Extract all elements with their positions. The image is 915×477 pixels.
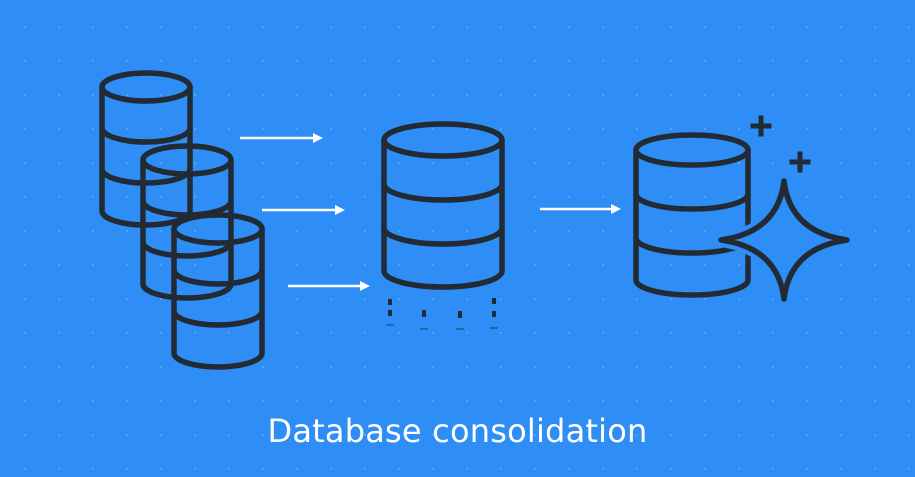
plus-icon-1 <box>750 115 772 137</box>
plus-icon-2 <box>789 151 811 173</box>
arrow-1-icon <box>240 133 323 143</box>
arrow-3-icon <box>288 281 370 291</box>
source-database-3-icon <box>174 215 262 367</box>
arrow-4-icon <box>540 204 621 214</box>
sparkle-backing <box>714 174 854 306</box>
enhanced-database-icon <box>633 132 751 298</box>
arrow-2-icon <box>262 205 345 215</box>
diagram-caption: Database consolidation <box>267 412 648 450</box>
sparkle-icon <box>718 178 850 302</box>
particles-icon <box>386 298 498 330</box>
consolidated-database-icon <box>381 121 505 290</box>
